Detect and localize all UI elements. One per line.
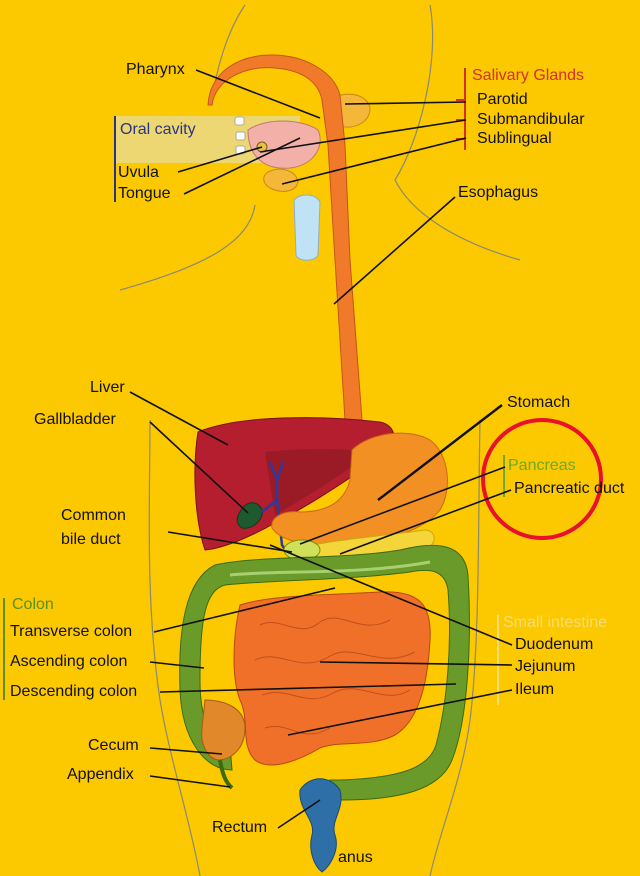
leader-lines xyxy=(129,69,513,829)
small-intestine-bracket xyxy=(497,615,499,705)
cecum-label: Cecum xyxy=(88,737,139,754)
gallbladder-label: Gallbladder xyxy=(34,411,116,428)
highlight-circle xyxy=(481,418,603,540)
bile-duct-shape xyxy=(261,461,294,561)
pancreatic-duct-label: Pancreatic duct xyxy=(514,480,625,497)
duodenum-label: Duodenum xyxy=(515,636,594,653)
ascending-colon-label: Ascending colon xyxy=(10,653,128,670)
stomach-label: Stomach xyxy=(507,394,571,411)
oral-cavity-bracket xyxy=(114,116,116,202)
rectum-label: Rectum xyxy=(212,819,268,836)
teeth xyxy=(234,116,246,155)
colon-label: Colon xyxy=(12,596,54,613)
anus-label: anus xyxy=(338,849,373,866)
appendix-label: Appendix xyxy=(67,766,134,783)
small-intestine-shape xyxy=(233,591,431,766)
submandibular-gland xyxy=(263,168,299,192)
pharynx-label: Pharynx xyxy=(126,61,185,78)
jejunum-label: Jejunum xyxy=(515,658,576,675)
rectum-shape xyxy=(299,778,342,873)
pancreas-bracket xyxy=(503,455,505,497)
transverse-colon-label: Transverse colon xyxy=(10,623,133,640)
trachea xyxy=(293,194,321,261)
salivary-tick-1 xyxy=(456,99,466,101)
tongue-label: Tongue xyxy=(118,185,171,202)
colon-bracket xyxy=(3,598,5,700)
submandibular-label: Submandibular xyxy=(477,111,585,128)
salivary-glands-label: Salivary Glands xyxy=(472,67,585,84)
liver-label: Liver xyxy=(90,379,125,396)
common-bile-duct-label-1: Common xyxy=(61,507,126,524)
transverse-colon-highlight xyxy=(229,560,431,577)
appendix-shape xyxy=(218,759,234,790)
tongue-shape xyxy=(247,120,321,169)
colon-shape xyxy=(179,544,470,801)
pancreas-label: Pancreas xyxy=(508,457,576,474)
liver-lobe-shade xyxy=(265,449,370,515)
ileum-label: Ileum xyxy=(515,681,555,698)
small-intestine-folds xyxy=(254,617,416,735)
common-bile-duct-label-2: bile duct xyxy=(61,531,121,548)
salivary-bracket xyxy=(464,68,466,150)
oral-cavity-label: Oral cavity xyxy=(120,121,196,138)
cecum-shape xyxy=(201,699,246,761)
descending-colon-label: Descending colon xyxy=(10,683,138,700)
esophagus-label: Esophagus xyxy=(458,184,539,201)
body-outline xyxy=(119,4,521,876)
small-intestine-label: Small intestine xyxy=(503,614,608,631)
sublingual-label: Sublingual xyxy=(477,130,552,147)
uvula-label: Uvula xyxy=(118,164,159,181)
parotid-label: Parotid xyxy=(477,91,528,108)
